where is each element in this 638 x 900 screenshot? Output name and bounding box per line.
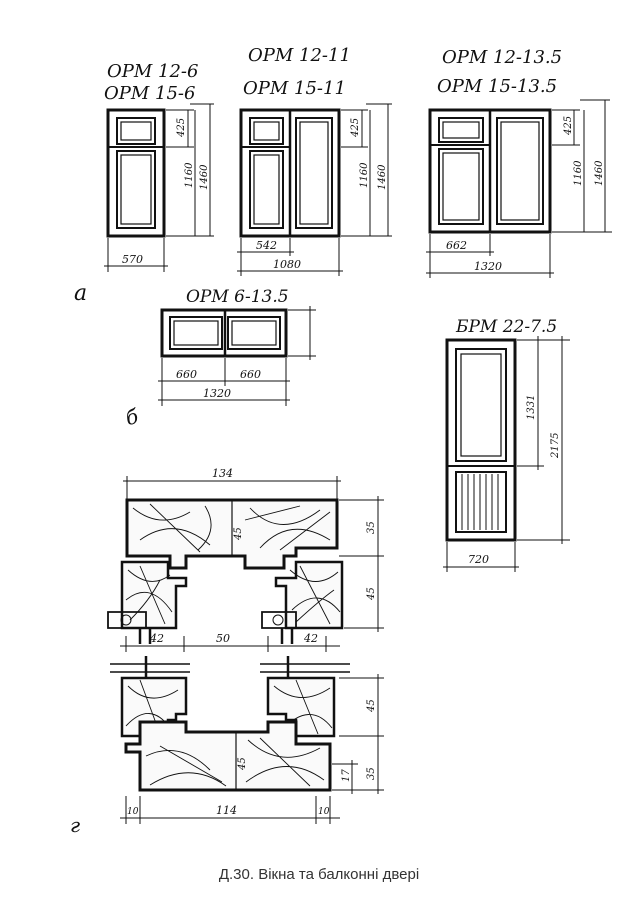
dim-45-upper: 45: [366, 587, 377, 601]
dim-10-left: 10: [127, 807, 139, 817]
label-orm-12-13-5: ОРМ 12-13.5: [442, 47, 562, 68]
label-orm-12-6: ОРМ 12-6: [107, 61, 198, 82]
label-orm-6-13-5: ОРМ 6-13.5: [186, 287, 289, 307]
dim-1320-c: 1320: [474, 260, 502, 273]
dim-10-right: 10: [318, 807, 330, 817]
dim-35-upper: 35: [366, 521, 377, 534]
dim-720: 720: [468, 553, 489, 566]
window-orm-12-11: [237, 103, 392, 276]
label-orm-15-11: ОРМ 15-11: [243, 78, 346, 99]
dim-42-right: 42: [303, 632, 318, 645]
dim-2175: 2175: [550, 433, 561, 459]
dim-1160-b: 1160: [359, 162, 370, 188]
dim-425-a: 425: [176, 118, 187, 138]
dim-1460-c: 1460: [594, 160, 605, 186]
dim-425-c: 425: [563, 116, 574, 136]
dim-660-right: 660: [240, 368, 261, 381]
dim-660-left: 660: [176, 368, 197, 381]
dim-114: 114: [216, 804, 237, 817]
dim-17: 17: [341, 769, 352, 782]
dim-45-lower-inner: 45: [237, 757, 248, 771]
dim-662: 662: [446, 239, 467, 252]
dim-1331: 1331: [526, 395, 537, 420]
dim-45-upper-inner: 45: [233, 527, 244, 541]
window-orm-6-13-5: [158, 306, 316, 406]
window-orm-12-13-5: [426, 99, 612, 278]
letter-g: г: [70, 813, 80, 837]
label-orm-15-6: ОРМ 15-6: [104, 83, 195, 104]
dim-1460-b: 1460: [377, 164, 388, 190]
dim-542: 542: [256, 239, 277, 252]
dim-1320-d: 1320: [203, 387, 231, 400]
dim-1080: 1080: [273, 258, 301, 271]
letter-a: а: [74, 281, 87, 306]
label-orm-12-11: ОРМ 12-11: [248, 45, 351, 66]
dim-134: 134: [212, 467, 233, 480]
figure-caption: Д.30. Вікна та балконні двері: [218, 866, 420, 883]
dim-50: 50: [216, 632, 230, 645]
dim-45-lower: 45: [366, 699, 377, 713]
dim-570: 570: [122, 253, 143, 266]
dim-425-b: 425: [350, 118, 361, 138]
label-brm-22-7-5: БРМ 22-7.5: [455, 317, 557, 337]
frame-section-detail: [107, 476, 384, 824]
balcony-door-brm-22-7-5: [443, 336, 570, 572]
dim-42-left: 42: [149, 632, 164, 645]
letter-b: б: [123, 404, 142, 431]
dim-1460-a: 1460: [199, 164, 210, 190]
dim-35-lower: 35: [366, 767, 377, 780]
dim-1160-c: 1160: [573, 160, 584, 186]
window-orm-12-6: [104, 103, 214, 272]
label-orm-15-13-5: ОРМ 15-13.5: [437, 76, 557, 97]
dim-1160-a: 1160: [184, 162, 195, 188]
